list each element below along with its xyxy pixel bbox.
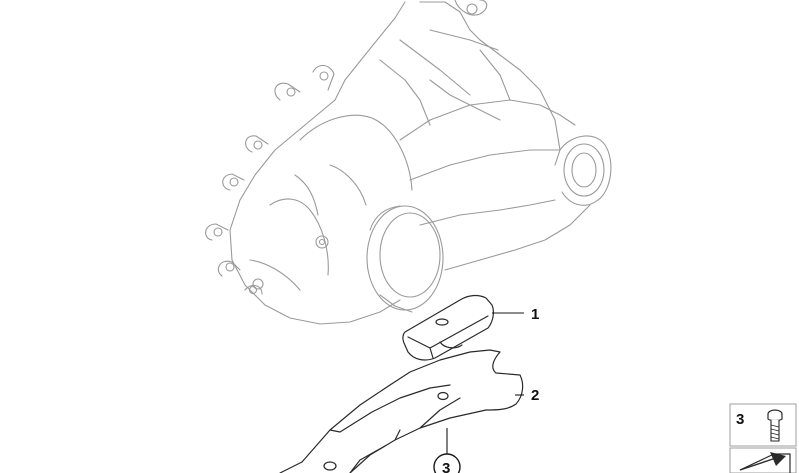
callout-3-circle <box>433 453 461 473</box>
callout-3: 3 <box>442 460 450 473</box>
bolt-icon <box>767 409 783 442</box>
legend-panel: 3 <box>729 403 797 473</box>
part-2-bracket <box>279 349 524 473</box>
legend-arrow-box <box>729 447 797 473</box>
differential-housing <box>205 0 612 325</box>
part-1-bump-stop <box>402 294 494 361</box>
legend-item-box <box>729 403 797 447</box>
leader-lines <box>446 312 524 455</box>
callout-2: 2 <box>531 387 539 404</box>
callout-1: 1 <box>531 306 539 323</box>
legend-number: 3 <box>736 411 744 428</box>
arrow-icon <box>739 452 791 473</box>
